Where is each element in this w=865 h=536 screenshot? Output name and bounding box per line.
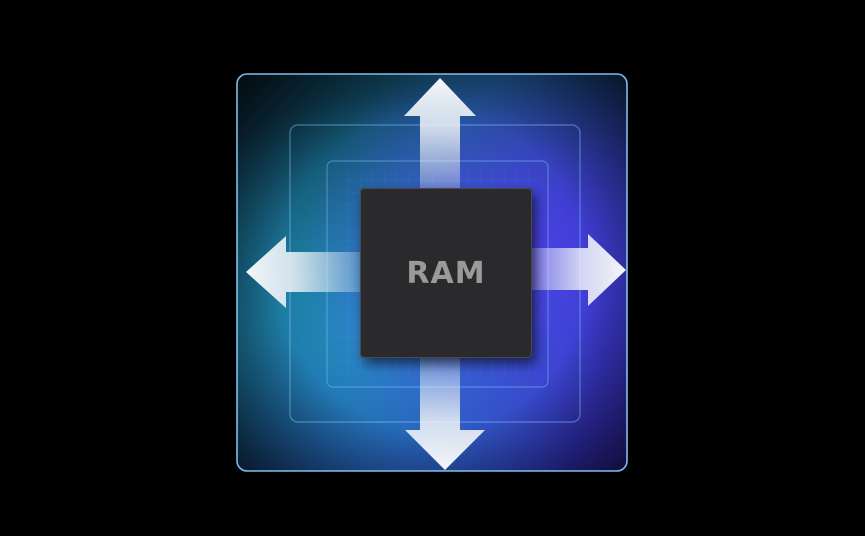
- arrow-up-icon: [404, 78, 476, 200]
- arrow-left-icon: [246, 236, 366, 308]
- ram-chip: [360, 188, 536, 364]
- outer-frame: [236, 73, 628, 472]
- arrow-right-icon: [520, 234, 626, 306]
- arrow-down-icon: [405, 348, 485, 470]
